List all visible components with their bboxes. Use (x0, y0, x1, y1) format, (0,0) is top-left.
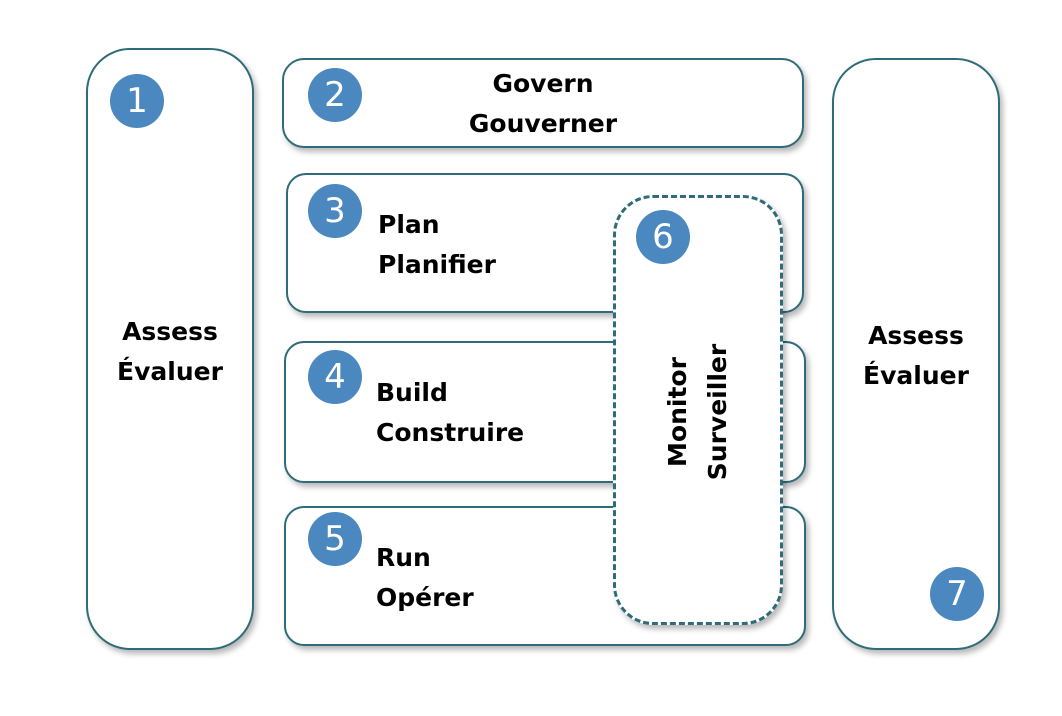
assess-left-box (86, 48, 254, 650)
assess-right-line2: Évaluer (863, 361, 969, 390)
assess-right-label: Assess Évaluer (832, 316, 1000, 396)
monitor-label: Monitor Surveiller (658, 312, 738, 512)
monitor-line2: Surveiller (703, 343, 732, 481)
step-3-badge: 3 (308, 184, 362, 238)
govern-label: Govern Gouverner (443, 64, 643, 144)
assess-right-line1: Assess (868, 321, 964, 350)
monitor-box (613, 195, 783, 625)
plan-line1: Plan (378, 210, 440, 239)
assess-left-line1: Assess (122, 317, 218, 346)
run-label: Run Opérer (376, 538, 474, 618)
govern-line2: Gouverner (468, 109, 618, 138)
build-line2: Construire (376, 418, 525, 447)
plan-label: Plan Planifier (378, 205, 496, 285)
step-5-badge: 5 (308, 512, 362, 566)
step-2-badge: 2 (308, 68, 362, 122)
monitor-line1: Monitor (663, 357, 692, 467)
assess-right-box (832, 58, 1000, 650)
govern-line1: Govern (492, 69, 594, 98)
govern-box (282, 58, 804, 148)
build-label: Build Construire (376, 373, 524, 453)
plan-line2: Planifier (378, 250, 496, 279)
step-4-badge: 4 (308, 350, 362, 404)
step-7-badge: 7 (930, 567, 984, 621)
step-6-badge: 6 (636, 210, 690, 264)
build-line1: Build (376, 378, 448, 407)
step-1-badge: 1 (110, 74, 164, 128)
assess-left-line2: Évaluer (117, 357, 223, 386)
assess-left-label: Assess Évaluer (86, 312, 254, 392)
run-line2: Opérer (376, 583, 474, 612)
run-line1: Run (376, 543, 431, 572)
